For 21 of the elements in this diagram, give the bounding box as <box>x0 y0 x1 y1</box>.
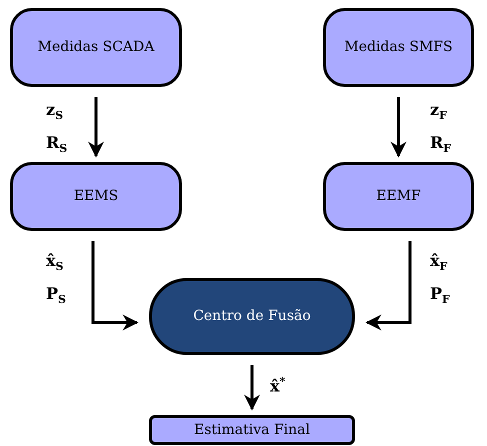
arrow <box>244 365 260 411</box>
rounded-box <box>10 162 182 231</box>
rounded-box <box>10 8 182 87</box>
node-label: Centro de Fusão <box>193 307 311 326</box>
edge-label: x̂$_{F}$ P$_{F}$ <box>430 250 451 308</box>
rounded-box <box>323 162 474 231</box>
arrow <box>88 97 104 158</box>
node-label: Medidas SMFS <box>344 38 453 57</box>
rounded-box <box>149 415 355 445</box>
arrow <box>92 241 139 330</box>
node-label: Estimativa Final <box>194 420 310 440</box>
node-label: Medidas SCADA <box>38 38 154 57</box>
node-label: EEMS <box>74 187 118 206</box>
edge-label: x̂$_{S}$ P$_{S}$ <box>46 250 67 308</box>
rounded-box <box>323 8 474 87</box>
edge-label: x̂$^{*}$ <box>270 374 286 398</box>
edge-label: z$_{S}$ R$_{S}$ <box>46 99 68 158</box>
edge-label: z$_{F}$ R$_{F}$ <box>430 99 452 158</box>
arrow <box>390 97 406 158</box>
arrow <box>365 241 412 330</box>
node-label: EEMF <box>376 187 421 206</box>
